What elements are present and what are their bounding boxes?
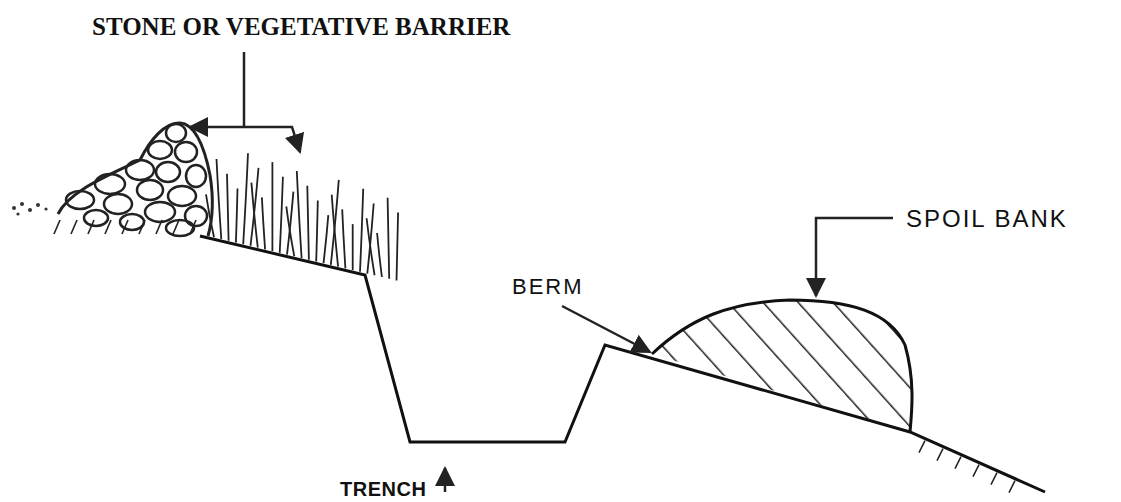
grass-blade bbox=[360, 189, 363, 272]
ground-tick bbox=[105, 220, 111, 234]
grass-blade bbox=[227, 174, 229, 241]
trench-label: TRENCH bbox=[340, 478, 426, 501]
ground-tick bbox=[122, 220, 128, 234]
ground-tick bbox=[991, 473, 997, 485]
grass-blade bbox=[367, 218, 375, 275]
grass-blade bbox=[251, 168, 259, 246]
grass-blade bbox=[217, 159, 222, 239]
ground-hatching bbox=[54, 220, 1015, 493]
leader-lines bbox=[190, 52, 893, 492]
grass-blade bbox=[377, 233, 382, 277]
ground-tick bbox=[139, 220, 145, 234]
grass-blade bbox=[271, 162, 273, 251]
ground-tick bbox=[71, 220, 77, 234]
grass-blade bbox=[332, 195, 338, 267]
grass-blade bbox=[262, 197, 265, 249]
ground-dots bbox=[12, 202, 48, 216]
ground-tick bbox=[54, 220, 60, 234]
stone-barrier bbox=[58, 123, 212, 236]
grass-blade bbox=[324, 215, 329, 263]
grass-blade bbox=[316, 200, 318, 261]
grass-blade bbox=[280, 177, 283, 253]
barrier-label: STONE OR VEGETATIVE BARRIER bbox=[92, 13, 510, 41]
ground-tick bbox=[1009, 481, 1015, 493]
grass-blade bbox=[342, 209, 345, 268]
grass-blade bbox=[388, 198, 390, 279]
trench-profile bbox=[200, 236, 1045, 492]
ground-tick bbox=[88, 220, 94, 234]
spoil-bank-label: SPOIL BANK bbox=[906, 205, 1068, 233]
ground-tick bbox=[973, 465, 979, 477]
grass-blade bbox=[286, 206, 294, 256]
berm-label: BERM bbox=[512, 274, 584, 300]
grass-blade bbox=[397, 212, 399, 280]
ground-tick bbox=[937, 449, 943, 461]
grass-blade bbox=[352, 224, 354, 270]
ground-tick bbox=[955, 457, 961, 469]
spoil-bank-outline bbox=[652, 300, 912, 432]
ground-tick bbox=[919, 441, 925, 453]
spoil-bank-hatch bbox=[640, 290, 930, 440]
ground-tick bbox=[173, 220, 179, 234]
ground-tick bbox=[156, 220, 162, 234]
grass-blade bbox=[206, 194, 214, 237]
grass-blade bbox=[236, 188, 238, 242]
grass-blade bbox=[307, 186, 309, 260]
grass-blade bbox=[243, 153, 248, 244]
grass-blade bbox=[251, 183, 257, 248]
grass-blade bbox=[297, 171, 302, 258]
ground-tick bbox=[190, 220, 196, 234]
